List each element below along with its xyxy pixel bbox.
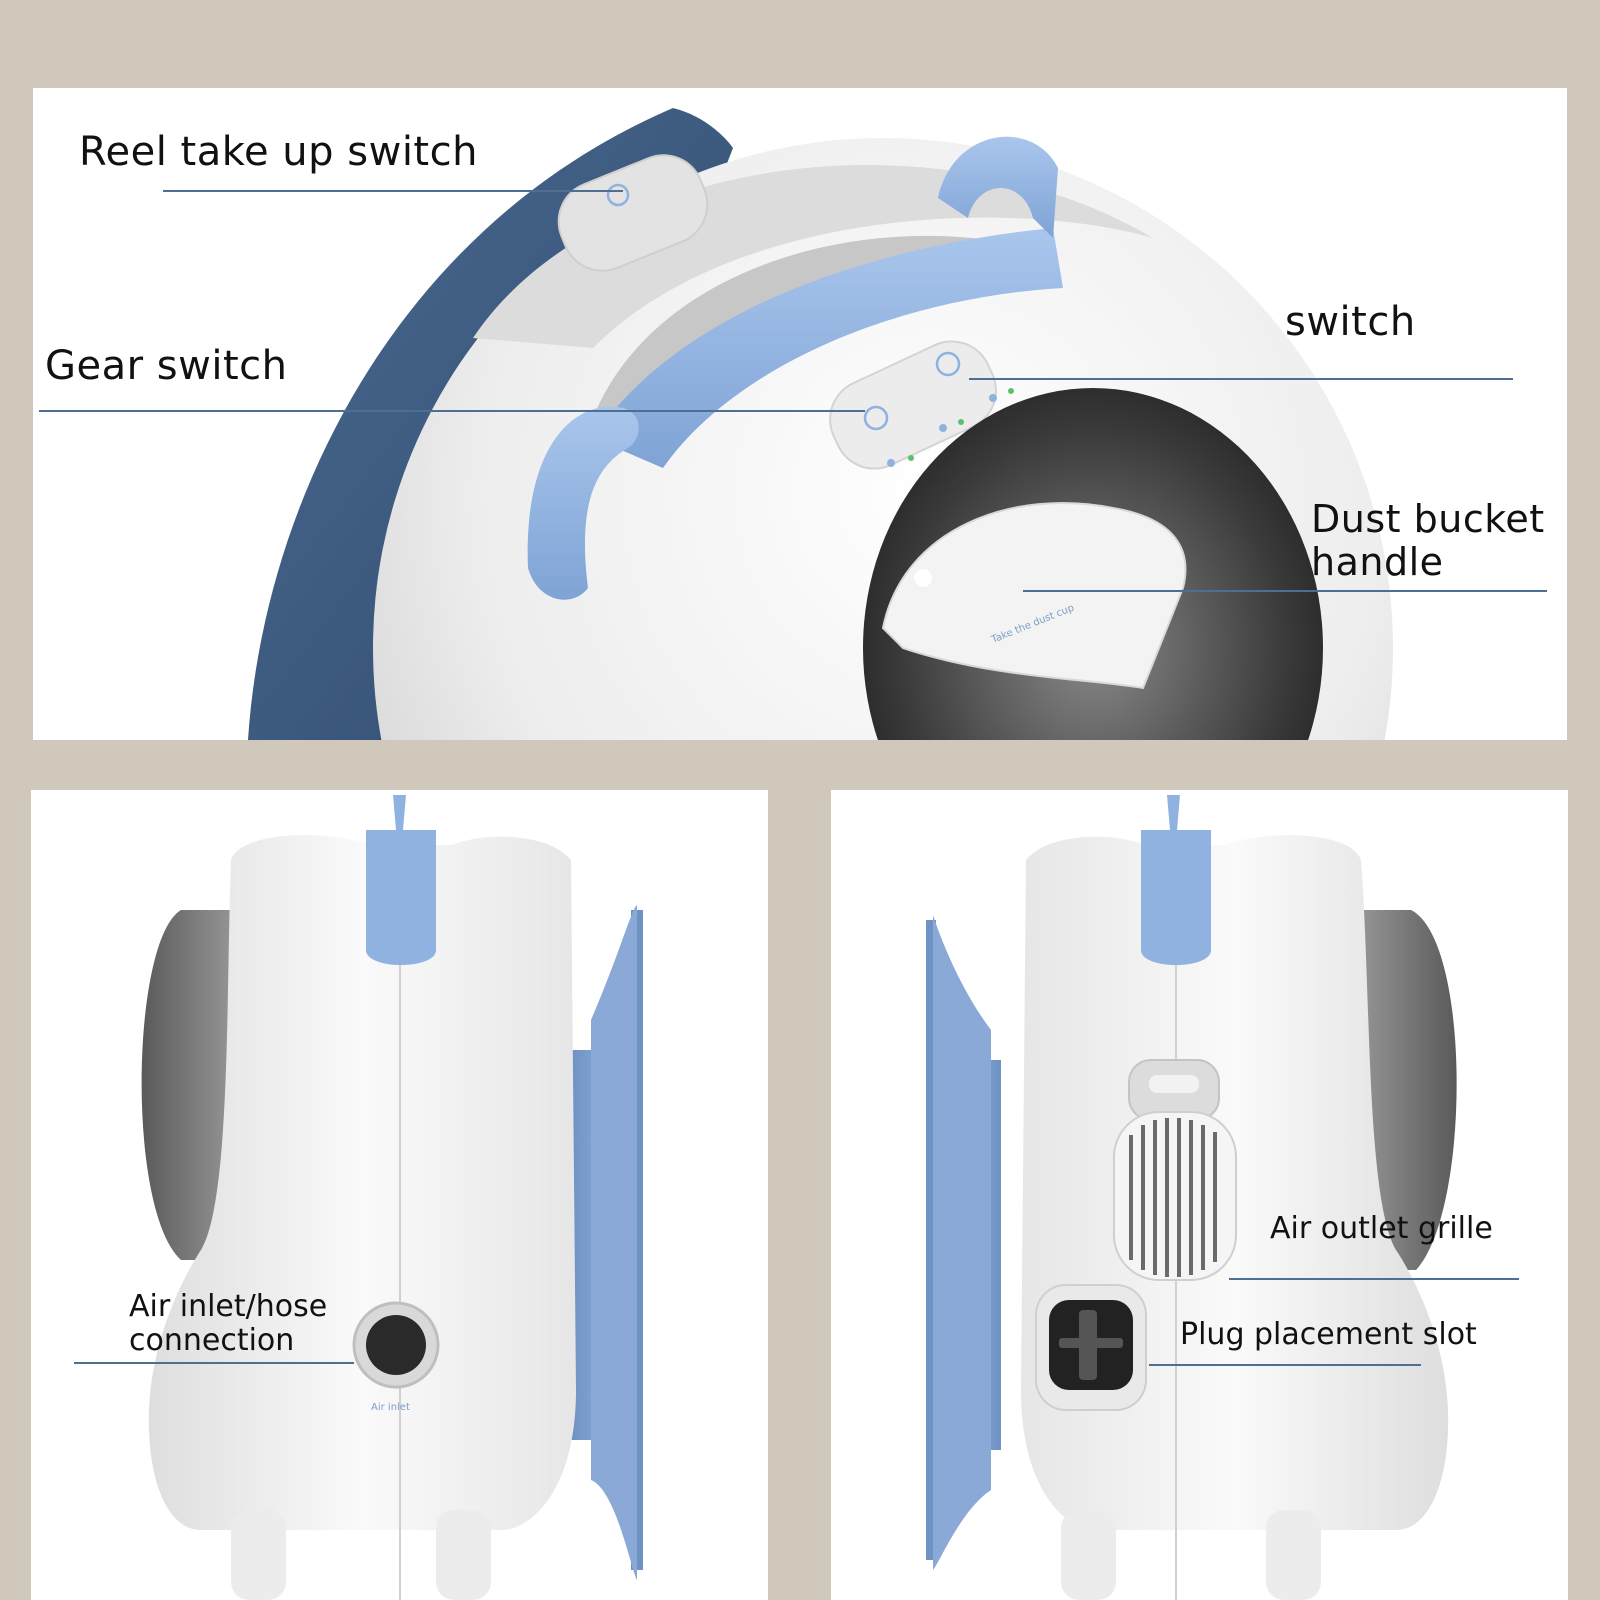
plug-placement-slot-leader	[1149, 1364, 1421, 1366]
dust-bucket-handle-leader	[1023, 590, 1547, 592]
power-switch-icon	[935, 351, 961, 377]
reel-take-up-switch-button	[557, 154, 709, 272]
blue-carry-strap	[593, 228, 1063, 468]
blue-ear-left	[527, 406, 639, 600]
reel-switch-icon	[606, 183, 630, 207]
reel-take-up-switch-label: Reel take up switch	[79, 129, 478, 175]
plug-placement-slot-label: Plug placement slot	[1180, 1317, 1477, 1352]
right-side-view-panel: Air outlet grille Plug placement slot	[831, 790, 1568, 1600]
left-side-view-panel: Air inlet Air inlet/hose connection	[31, 790, 768, 1600]
blue-top-handle	[366, 830, 436, 965]
top-view-illustration: Take the dust cup	[248, 108, 1393, 740]
left-side-view-illustration: Air inlet	[141, 795, 643, 1600]
dust-bucket-handle-label-line1: Dust bucket	[1311, 497, 1545, 541]
air-inlet-leader	[74, 1362, 354, 1364]
left-foot	[1061, 1510, 1116, 1600]
switch-label: switch	[1285, 299, 1416, 345]
left-foot	[231, 1510, 286, 1600]
reel-take-up-switch-leader	[163, 190, 623, 192]
dust-bucket-handle-label: Dust bucket handle	[1311, 498, 1545, 583]
blue-ear-right	[938, 136, 1058, 238]
dust-bucket-handle	[881, 502, 1187, 690]
gear-switch-icon	[863, 405, 889, 431]
air-inlet-embossed-text: Air inlet	[371, 1402, 410, 1413]
top-view-panel: Take the dust cup Reel take up switch Ge…	[33, 88, 1567, 740]
right-foot	[436, 1510, 491, 1600]
gear-switch-label: Gear switch	[45, 343, 288, 389]
dust-bucket-handle-label-line2: handle	[1311, 539, 1444, 584]
air-inlet-label-line2: connection	[129, 1322, 295, 1358]
right-foot	[1266, 1510, 1321, 1600]
air-inlet-label-line1: Air inlet/hose	[129, 1289, 328, 1324]
grille-slats	[1129, 1118, 1217, 1277]
switch-leader	[969, 378, 1513, 380]
blue-top-handle	[1141, 830, 1211, 965]
front-window	[141, 910, 241, 1260]
air-inlet-label: Air inlet/hose connection	[129, 1290, 327, 1357]
dryer-side-body	[148, 835, 576, 1530]
right-side-view-illustration	[926, 795, 1457, 1600]
air-outlet-grille-label: Air outlet grille	[1270, 1211, 1493, 1246]
air-outlet-grille-leader	[1229, 1278, 1519, 1280]
gear-switch-leader	[39, 410, 865, 412]
